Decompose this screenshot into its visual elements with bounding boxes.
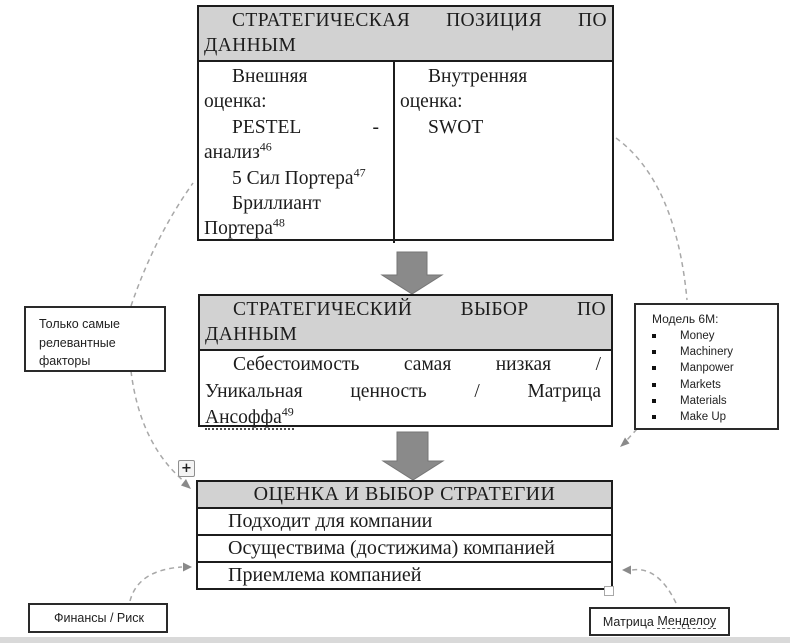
move-handle[interactable]: +: [178, 460, 195, 477]
bullet-icon: [652, 415, 656, 420]
ansoff-line: Ансоффа49: [205, 405, 601, 432]
dashed-connector-finance-to-bottombox: [129, 566, 183, 602]
model-6m-note: Модель 6М: Money Machinery Manpower Mark…: [634, 303, 779, 430]
model-6m-item: Materials: [652, 393, 773, 409]
resize-handle[interactable]: [604, 586, 614, 596]
pestel-line: PESTEL -: [204, 115, 385, 140]
strategic-choice-header-line1: СТРАТЕГИЧЕСКИЙ ВЫБОР ПО: [233, 299, 606, 320]
arrowhead-from-6m-icon: [620, 437, 630, 447]
arrowhead-from-mendelow-icon: [622, 565, 631, 575]
evaluation-row-acceptable: Приемлема компанией: [228, 564, 422, 586]
mendelow-word2: Менделоу: [657, 614, 717, 629]
model-6m-item-label: Manpower: [680, 362, 734, 375]
ansoff-word: Ансоффа49: [205, 404, 294, 430]
dashed-connector-leftnote-to-bottombox: [130, 370, 187, 484]
strategic-choice-header: СТРАТЕГИЧЕСКИЙ ВЫБОР ПО ДАННЫМ: [200, 296, 611, 351]
strategic-choice-header-line2: ДАННЫМ: [205, 324, 298, 345]
porter-diamond-word: Портера: [204, 218, 273, 240]
dashed-connector-topbox-to-6m: [615, 137, 688, 301]
external-assessment-cell: Внешняя оценка: PESTEL - анализ46 5 Сил …: [199, 62, 393, 243]
external-assessment-line: Внешняя: [232, 66, 308, 87]
dashed-connector-6m-to-midbox: [625, 428, 638, 442]
model-6m-title: Модель 6М:: [652, 312, 719, 326]
bullet-icon: [652, 366, 656, 371]
evaluation-header: ОЦЕНКА И ВЫБОР СТРАТЕГИИ: [198, 482, 611, 509]
bullet-icon: [652, 350, 656, 355]
dashed-connector-leftnote-to-topbox: [130, 182, 194, 307]
internal-assessment-line: Внутренняя: [428, 66, 528, 87]
external-assessment-line: оценка:: [204, 91, 267, 113]
model-6m-item: Manpower: [652, 360, 773, 376]
internal-assessment-cell: Внутренняя оценка: SWOT: [393, 62, 612, 243]
footnote-48: 48: [272, 215, 285, 230]
strategic-position-header-line2: ДАННЫМ: [204, 35, 297, 56]
bullet-icon: [652, 382, 656, 387]
finance-risk-note: Финансы / Риск: [28, 603, 168, 633]
porter-diamond-line1: Бриллиант: [232, 193, 321, 215]
relevant-factors-note: Только самые релевантные факторы: [24, 306, 166, 372]
strategic-position-header: СТРАТЕГИЧЕСКАЯ ПОЗИЦИЯ ПО ДАННЫМ: [199, 7, 612, 62]
internal-assessment-line: оценка:: [400, 91, 463, 113]
pestel-word: PESTEL: [232, 116, 302, 138]
choice-line2: Уникальная ценность / Матрица: [205, 380, 601, 402]
evaluation-box: ОЦЕНКА И ВЫБОР СТРАТЕГИИ Подходит для ко…: [196, 480, 613, 590]
model-6m-item-label: Money: [680, 330, 715, 343]
model-6m-item-label: Machinery: [680, 346, 734, 359]
footnote-47: 47: [353, 165, 366, 180]
bullet-icon: [652, 398, 656, 403]
strategic-position-body: Внешняя оценка: PESTEL - анализ46 5 Сил …: [199, 62, 612, 243]
pestel-dash: -: [372, 116, 380, 138]
arrowhead-from-finance-icon: [183, 562, 192, 572]
model-6m-item: Money: [652, 328, 773, 344]
ansoff-text: Ансоффа: [205, 407, 282, 428]
model-6m-item-label: Make Up: [680, 411, 727, 424]
strategic-choice-box: СТРАТЕГИЧЕСКИЙ ВЫБОР ПО ДАННЫМ Себестоим…: [198, 294, 613, 430]
model-6m-item: Markets: [652, 377, 773, 393]
porter-five-forces-line: 5 Сил Портера47: [204, 166, 385, 191]
analysis-line: анализ46: [204, 140, 385, 165]
analysis-word: анализ: [204, 142, 260, 164]
strategic-choice-body: Себестоимость самая низкая / Уникальная …: [200, 351, 611, 432]
footnote-46: 46: [259, 139, 272, 154]
model-6m-item-label: Materials: [680, 394, 727, 407]
block-arrow-down-1-icon: [380, 251, 444, 295]
arrowhead-into-bottombox-corner-icon: [181, 479, 191, 489]
swot-line: SWOT: [428, 116, 484, 138]
porter-diamond-line2: Портера48: [204, 216, 385, 241]
block-arrow-down-2-icon: [381, 431, 445, 481]
strategic-position-header-line1: СТРАТЕГИЧЕСКАЯ ПОЗИЦИЯ ПО: [232, 10, 607, 31]
page-edge-strip: [0, 637, 790, 643]
model-6m-item-label: Markets: [680, 378, 721, 391]
model-6m-item: Machinery: [652, 344, 773, 360]
dashed-connector-mendelow-to-bottombox: [631, 568, 677, 604]
porter-five-forces-word: 5 Сил Портера: [232, 167, 354, 189]
choice-line1: Себестоимость самая низкая /: [233, 354, 601, 375]
mendelow-note: Матрица Менделоу: [589, 607, 730, 636]
footnote-49: 49: [281, 404, 294, 419]
bullet-icon: [652, 334, 656, 339]
evaluation-row-suitable: Подходит для компании: [198, 509, 611, 536]
strategic-position-box: СТРАТЕГИЧЕСКАЯ ПОЗИЦИЯ ПО ДАННЫМ Внешняя…: [197, 5, 614, 243]
mendelow-word1: Матрица: [602, 614, 654, 629]
evaluation-row-feasible: Осуществима (достижима) компанией: [198, 536, 611, 563]
model-6m-item: Make Up: [652, 409, 773, 425]
